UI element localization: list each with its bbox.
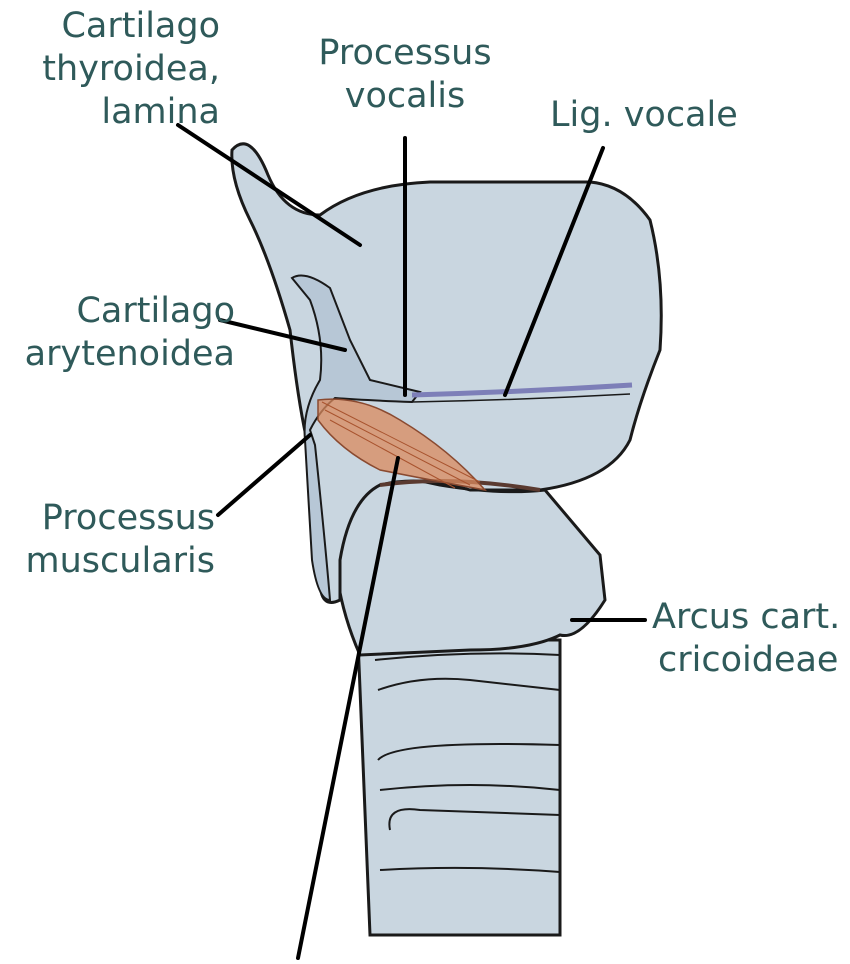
label-arcus-line-1: Arcus cart. bbox=[652, 596, 840, 639]
label-arytenoid-line-1: Cartilago bbox=[15, 290, 235, 333]
label-processus-muscularis: Processus muscularis bbox=[15, 497, 215, 583]
label-thyroid-lamina-line-3: lamina bbox=[20, 91, 220, 134]
label-processus-muscularis-line-1: Processus bbox=[15, 497, 215, 540]
label-arytenoid-line-2: arytenoidea bbox=[15, 333, 235, 376]
trachea bbox=[358, 640, 560, 935]
label-thyroid-lamina: Cartilago thyroidea, lamina bbox=[20, 5, 220, 134]
label-processus-vocalis: Processus vocalis bbox=[300, 32, 510, 118]
label-arcus-line-2: cricoideae bbox=[652, 639, 840, 682]
label-processus-vocalis-line-1: Processus bbox=[300, 32, 510, 75]
label-thyroid-lamina-line-1: Cartilago bbox=[20, 5, 220, 48]
label-processus-muscularis-line-2: muscularis bbox=[15, 540, 215, 583]
label-lig-vocale: Lig. vocale bbox=[550, 94, 738, 137]
label-thyroid-lamina-line-2: thyroidea, bbox=[20, 48, 220, 91]
cricoid-cartilage bbox=[330, 479, 605, 655]
label-arytenoid: Cartilago arytenoidea bbox=[15, 290, 235, 376]
label-arcus: Arcus cart. cricoideae bbox=[652, 596, 840, 682]
label-lig-vocale-line-1: Lig. vocale bbox=[550, 94, 738, 137]
label-processus-vocalis-line-2: vocalis bbox=[300, 75, 510, 118]
leader-processus-muscularis bbox=[218, 435, 310, 515]
